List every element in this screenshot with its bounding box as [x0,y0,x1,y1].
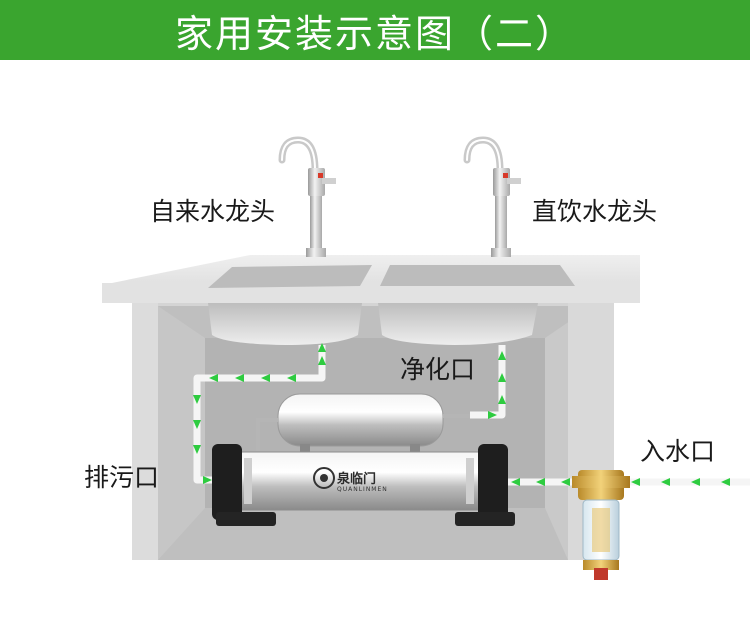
label-drinking-faucet: 直饮水龙头 [532,197,658,226]
arrow-icon [235,374,244,382]
flow-arrows [193,343,730,486]
arrow-icon [287,374,296,382]
arrow-icon [631,478,640,486]
label-purified-outlet: 净化口 [400,355,476,384]
arrow-icon [203,476,212,484]
arrow-icon [511,478,520,486]
arrow-icon [318,356,326,365]
arrow-icon [661,478,670,486]
arrow-icon [209,374,218,382]
arrow-icon [498,373,506,382]
brand-logo-icon [313,467,335,489]
filter-icon [212,444,515,526]
installation-scene: 自来水龙头 直饮水龙头 净化口 入水口 排污口 泉临门 QUANLINMEN [0,60,750,620]
arrow-icon [498,351,506,360]
countertop [102,255,640,303]
label-drain-outlet: 排污口 [84,463,160,492]
faucet-icon [278,136,336,257]
sink-basins [208,303,538,345]
pre-filter [572,470,630,580]
valve-icon [594,568,608,580]
title-banner: 家用安装示意图（二） [0,0,750,60]
arrow-icon [561,478,570,486]
brand-romanized: QUANLINMEN [337,486,388,493]
arrow-icon [536,478,545,486]
arrow-icon [193,420,201,429]
arrow-icon [691,478,700,486]
page-title: 家用安装示意图（二） [174,11,575,56]
faucet-icon [463,136,521,257]
label-water-inlet: 入水口 [640,437,716,466]
arrow-icon [498,395,506,404]
arrow-icon [193,395,201,404]
tank-icon [256,393,470,454]
arrow-icon [193,445,201,454]
installation-diagram [102,136,750,580]
arrow-icon [721,478,730,486]
brand-name: 泉临门 [337,472,377,487]
arrow-icon [318,343,326,352]
arrow-icon [261,374,270,382]
label-tap-water-faucet: 自来水龙头 [150,197,276,226]
arrow-icon [488,411,497,419]
